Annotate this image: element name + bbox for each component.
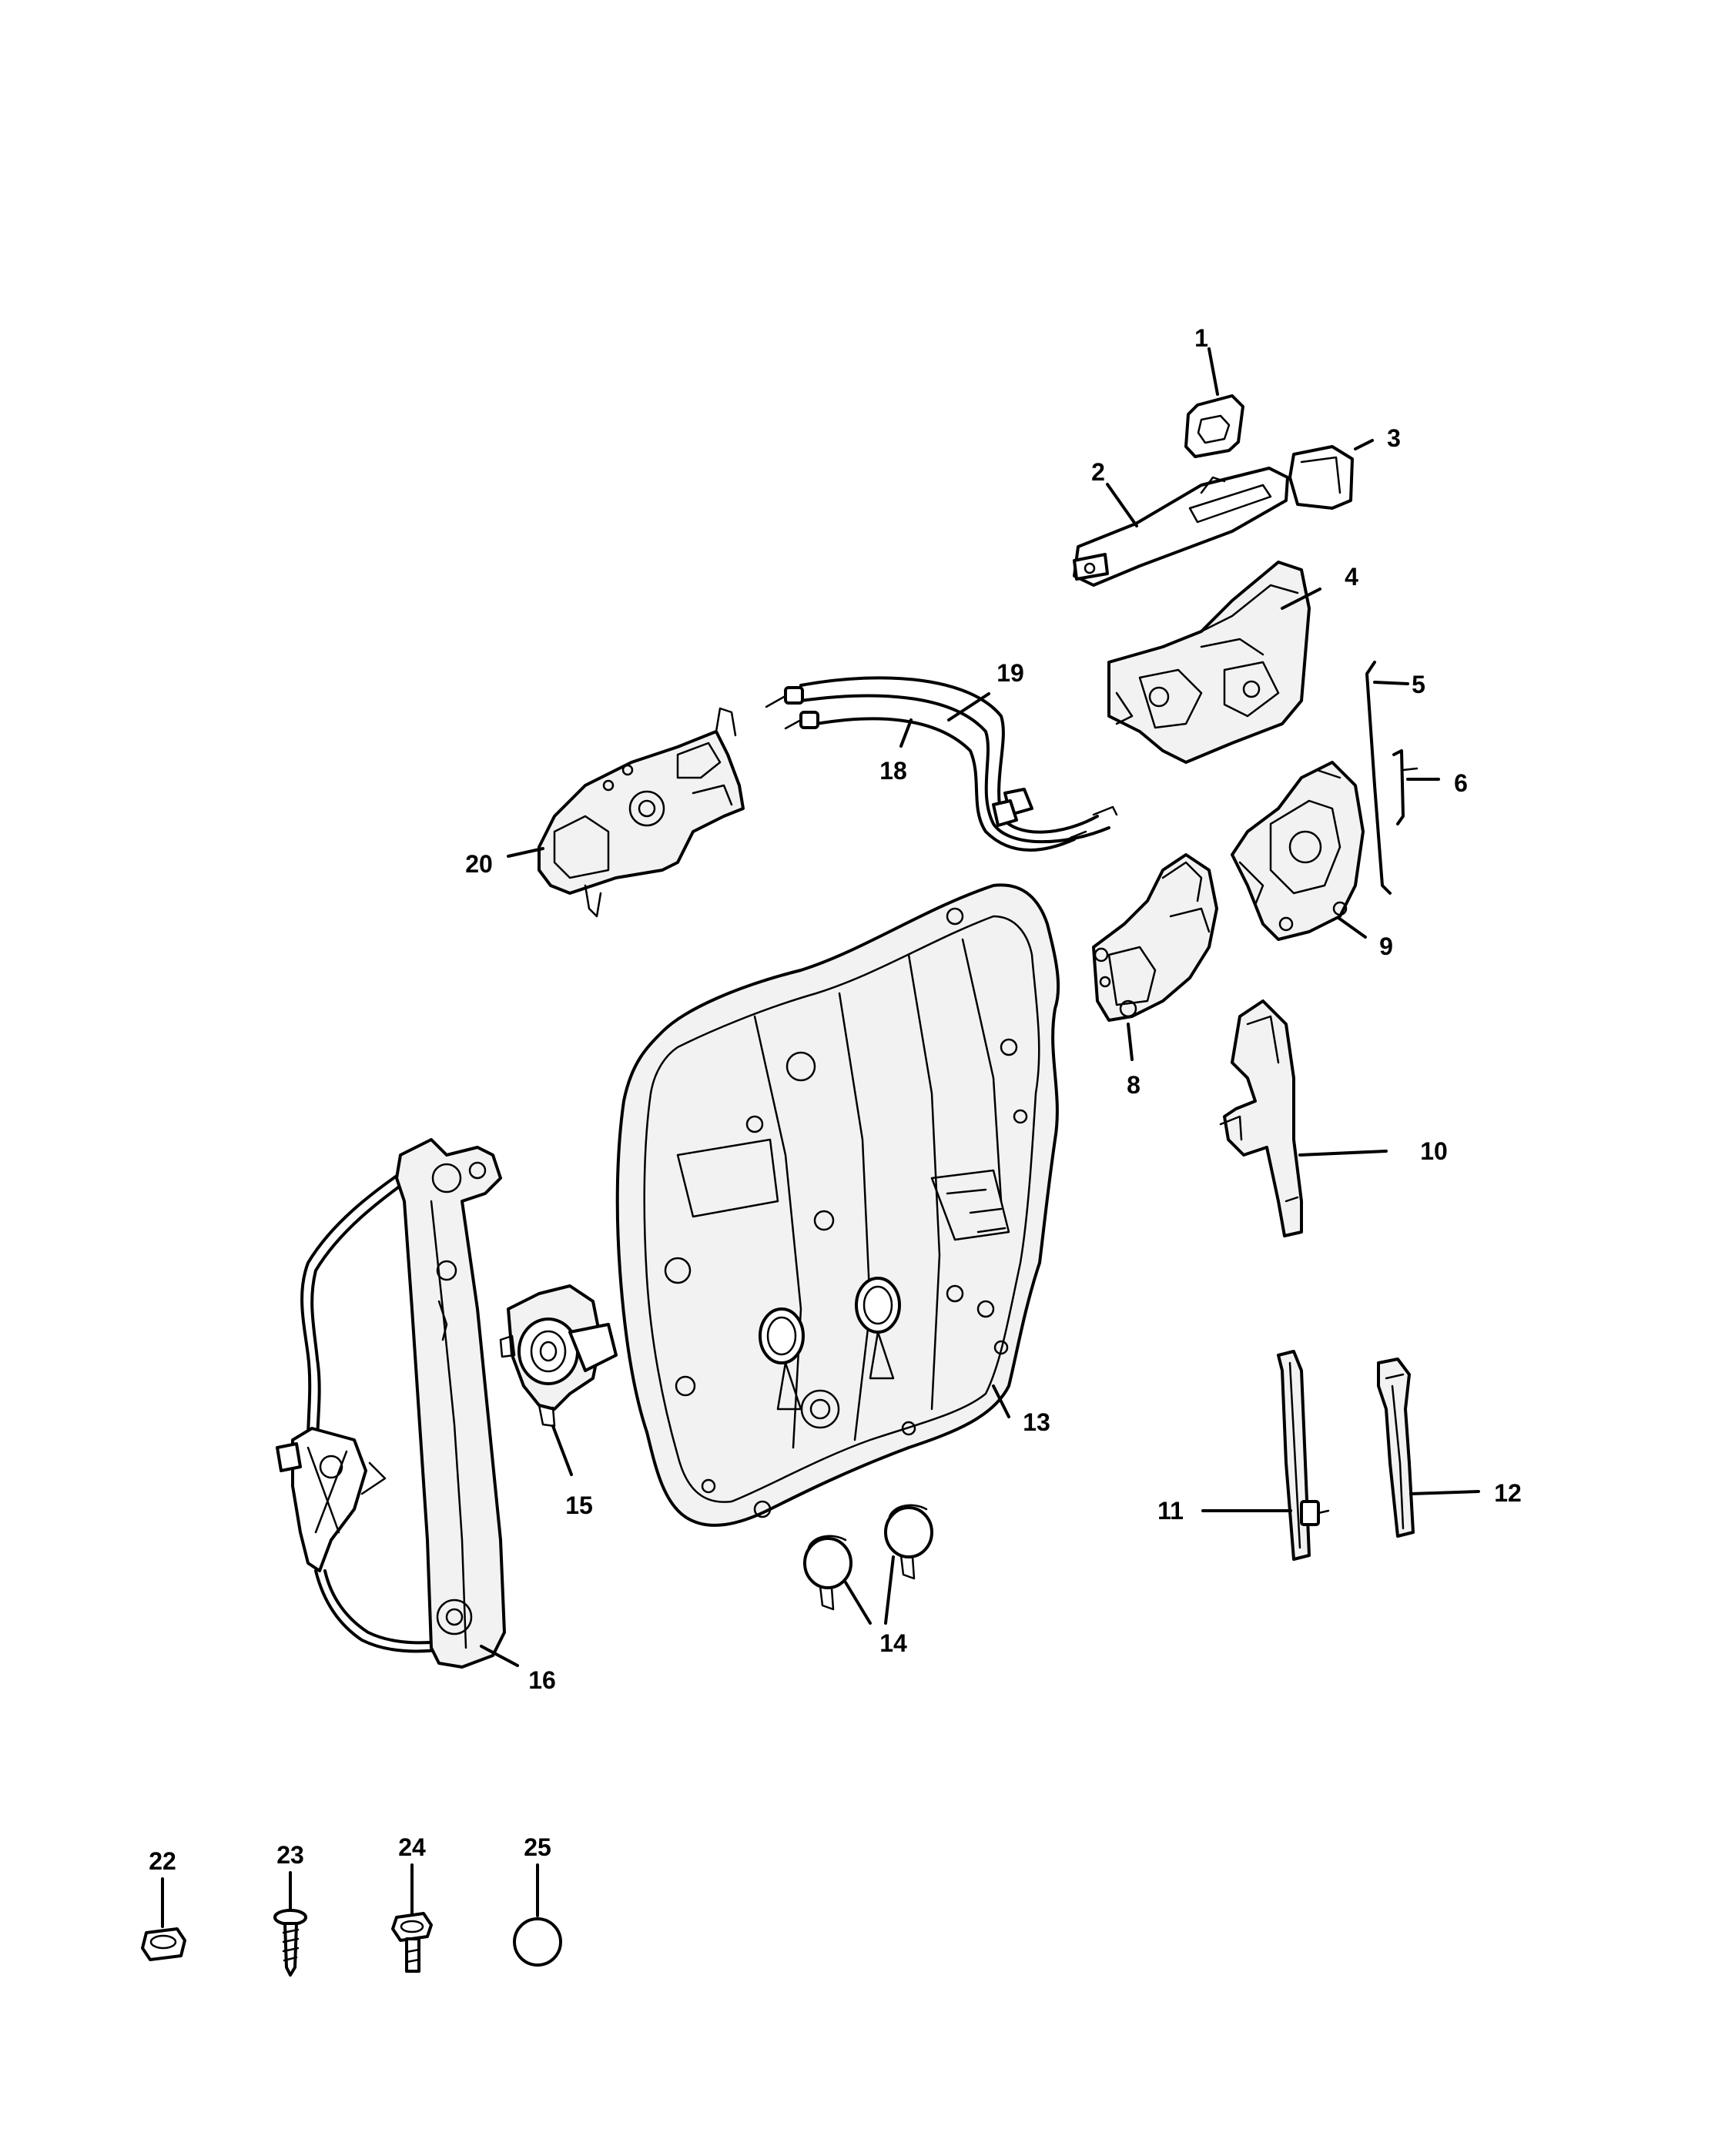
callout-1: 1 [1194, 324, 1208, 352]
callout-22: 22 [149, 1847, 176, 1875]
callout-19: 19 [996, 659, 1024, 687]
leader-14b [884, 1555, 895, 1625]
callout-24: 24 [398, 1833, 426, 1861]
part-2-exterior-handle [1073, 467, 1289, 587]
part-16-regulator [276, 1138, 506, 1669]
part-13-door-panel [615, 883, 1060, 1527]
leader-2 [1106, 483, 1138, 527]
leader-8 [1127, 1023, 1134, 1061]
leader-10 [1298, 1150, 1388, 1157]
callout-9: 9 [1379, 932, 1393, 960]
leader-5 [1373, 681, 1409, 685]
callout-6: 6 [1454, 769, 1468, 797]
part-11-channel [1277, 1350, 1330, 1561]
callout-4: 4 [1345, 563, 1358, 591]
leader-14a [844, 1581, 872, 1625]
callout-14: 14 [879, 1629, 907, 1657]
part-8-module [1092, 853, 1218, 1022]
part-6-clip [1392, 749, 1419, 825]
leader-9 [1337, 916, 1367, 939]
part-20-interior-handle [538, 707, 745, 918]
callout-16: 16 [528, 1666, 556, 1694]
callout-25: 25 [524, 1833, 551, 1861]
part-15-motor [499, 1284, 618, 1428]
callout-13: 13 [1023, 1408, 1050, 1436]
part-4-latch-bracket [1107, 561, 1311, 764]
leader-12 [1409, 1490, 1480, 1495]
leader-3 [1354, 439, 1374, 450]
leader-19 [947, 692, 990, 721]
part-9-latch [1231, 761, 1365, 941]
leader-1 [1208, 347, 1219, 396]
callout-23: 23 [276, 1841, 304, 1869]
part-5-rod [1365, 661, 1392, 895]
leader-16 [480, 1645, 519, 1667]
callout-3: 3 [1387, 424, 1401, 452]
part-23-screw [273, 1909, 307, 1977]
callout-15: 15 [565, 1491, 593, 1519]
part-12-channel [1377, 1358, 1415, 1538]
callout-2: 2 [1091, 458, 1105, 486]
leader-4 [1281, 588, 1321, 610]
leader-13 [992, 1384, 1010, 1418]
part-3-end-cap [1288, 445, 1354, 510]
part-24-bolt [391, 1912, 433, 1973]
leader-18 [899, 718, 913, 748]
callout-11: 11 [1157, 1497, 1184, 1525]
part-10-bracket [1219, 999, 1303, 1237]
callout-20: 20 [465, 850, 493, 878]
part-1-gasket [1184, 394, 1244, 458]
callout-10: 10 [1420, 1137, 1448, 1165]
part-22-nut [141, 1927, 186, 1961]
leader-20 [507, 847, 544, 858]
leader-15 [551, 1424, 573, 1476]
part-18-19-cables [765, 676, 1118, 852]
callout-18: 18 [879, 757, 907, 785]
callout-8: 8 [1127, 1071, 1141, 1099]
callout-12: 12 [1494, 1479, 1522, 1507]
part-25-plug [513, 1917, 562, 1967]
part-14-plugs [803, 1504, 933, 1611]
callout-5: 5 [1412, 671, 1425, 698]
